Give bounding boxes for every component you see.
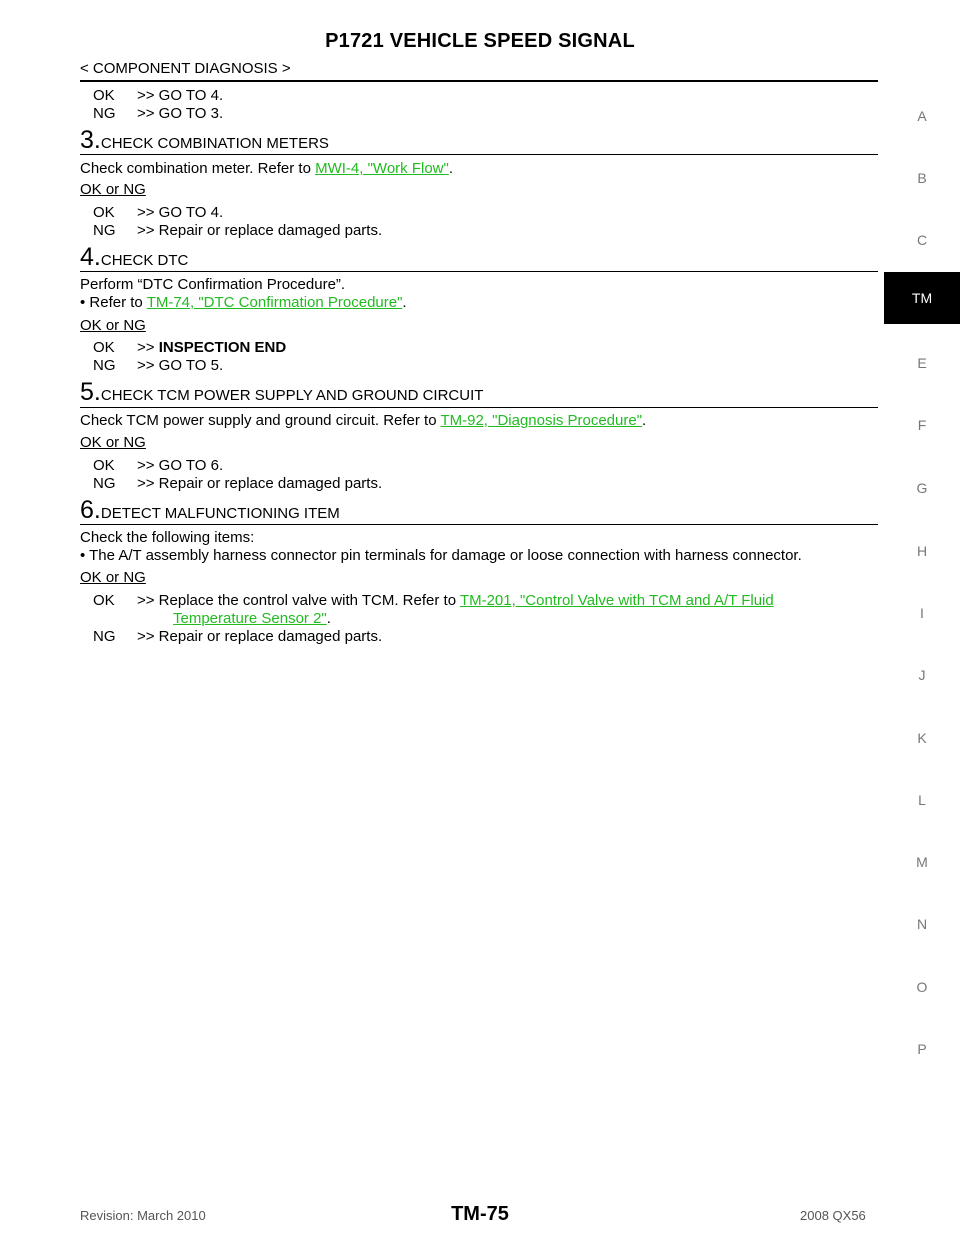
step-4-ok-or-ng: OK or NG	[80, 317, 146, 334]
side-index-k[interactable]: K	[917, 730, 927, 746]
link-mwi-4-work-flow[interactable]: MWI-4, "Work Flow"	[315, 160, 449, 177]
step-3-ng-line: NG>> Repair or replace damaged parts.	[93, 222, 383, 239]
step-4-rule	[80, 271, 878, 272]
step-3-ok-line: OK>> GO TO 4.	[93, 204, 224, 221]
step-3-body: Check combination meter. Refer to MWI-4,…	[80, 160, 453, 177]
link-tm-74-dtc-confirmation[interactable]: TM-74, "DTC Confirmation Procedure"	[146, 294, 403, 311]
breadcrumb: < COMPONENT DIAGNOSIS >	[80, 60, 291, 77]
step-4-bullet: • Refer to TM-74, "DTC Confirmation Proc…	[80, 294, 407, 311]
link-tm-201-control-valve[interactable]: TM-201, "Control Valve with TCM and A/T …	[459, 592, 774, 609]
step-6-body: Check the following items:	[80, 529, 255, 546]
step-6-heading: 6.DETECT MALFUNCTIONING ITEM	[80, 496, 340, 524]
step-4-body: Perform “DTC Confirmation Procedure”.	[80, 276, 346, 293]
step-5-body: Check TCM power supply and ground circui…	[80, 412, 647, 429]
link-tm-201-control-valve-cont[interactable]: Temperature Sensor 2"	[173, 610, 327, 627]
intro-ng-line: NG>> GO TO 3.	[93, 105, 224, 122]
step-4-ng-line: NG>> GO TO 5.	[93, 357, 224, 374]
side-index-o[interactable]: O	[916, 979, 928, 995]
intro-ok-line: OK>> GO TO 4.	[93, 87, 224, 104]
step-6-bullet: • The A/T assembly harness connector pin…	[80, 547, 802, 564]
step-5-ok-or-ng: OK or NG	[80, 434, 146, 451]
side-index-i[interactable]: I	[920, 605, 924, 621]
footer-model: 2008 QX56	[800, 1208, 866, 1223]
side-index-p[interactable]: P	[917, 1041, 927, 1057]
step-6-ok-line: OK>> Replace the control valve with TCM.…	[93, 592, 774, 609]
step-5-heading: 5.CHECK TCM POWER SUPPLY AND GROUND CIRC…	[80, 378, 484, 406]
step-4-ok-line: OK>> INSPECTION END	[93, 339, 287, 356]
link-tm-92-diagnosis-procedure[interactable]: TM-92, "Diagnosis Procedure"	[440, 412, 643, 429]
side-index-h[interactable]: H	[916, 543, 928, 559]
footer-revision: Revision: March 2010	[80, 1208, 206, 1223]
header-rule	[80, 80, 878, 82]
step-6-ok-line-cont: Temperature Sensor 2".	[173, 610, 331, 627]
side-index-j[interactable]: J	[918, 667, 926, 683]
step-5-ok-line: OK>> GO TO 6.	[93, 457, 224, 474]
page-title: P1721 VEHICLE SPEED SIGNAL	[325, 30, 635, 52]
side-index-c[interactable]: C	[916, 232, 928, 248]
side-index-g[interactable]: G	[916, 480, 928, 496]
step-4-heading: 4.CHECK DTC	[80, 243, 189, 271]
side-index-tm-active[interactable]: TM	[884, 272, 960, 324]
side-index-b[interactable]: B	[917, 170, 927, 186]
step-5-rule	[80, 407, 878, 408]
side-index-l[interactable]: L	[918, 792, 926, 808]
side-index-a[interactable]: A	[917, 108, 927, 124]
step-3-rule	[80, 154, 878, 155]
step-6-ok-or-ng: OK or NG	[80, 569, 146, 586]
side-index-n[interactable]: N	[916, 916, 928, 932]
side-index-m[interactable]: M	[916, 854, 928, 870]
step-3-ok-or-ng: OK or NG	[80, 181, 146, 198]
step-5-ng-line: NG>> Repair or replace damaged parts.	[93, 475, 383, 492]
step-6-rule	[80, 524, 878, 525]
step-3-heading: 3.CHECK COMBINATION METERS	[80, 126, 329, 154]
side-index-f[interactable]: F	[917, 417, 927, 433]
step-6-ng-line: NG>> Repair or replace damaged parts.	[93, 628, 383, 645]
side-index-e[interactable]: E	[917, 355, 927, 371]
footer-page-number: TM-75	[451, 1203, 509, 1225]
